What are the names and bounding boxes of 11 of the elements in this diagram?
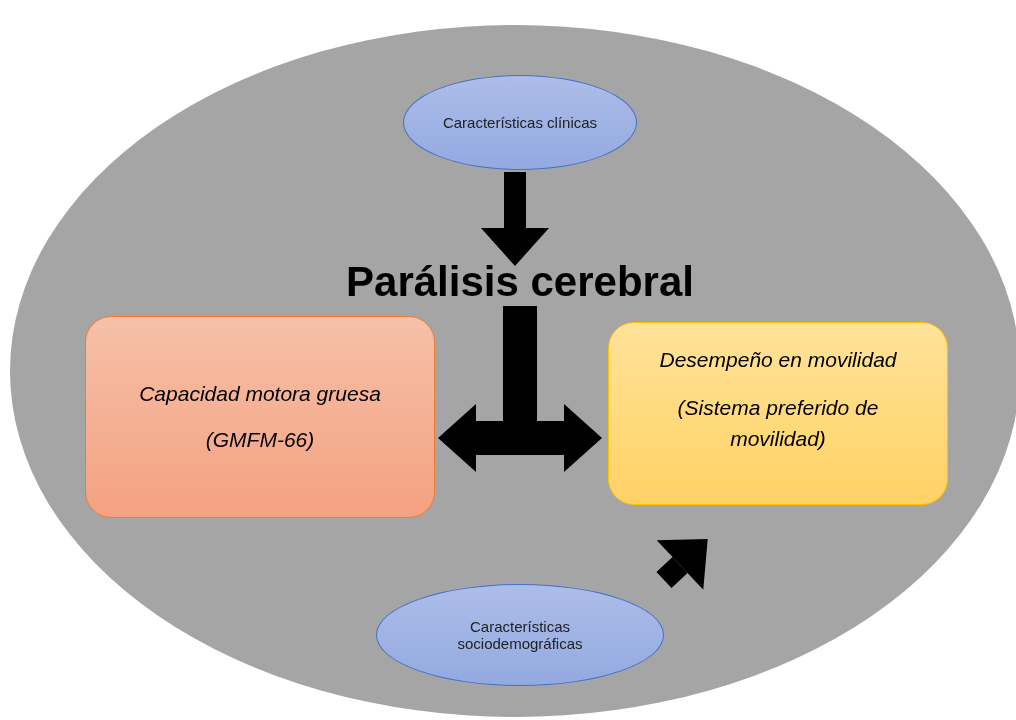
node-subtext: (GMFM-66) (205, 428, 315, 452)
node-text: Capacidad motora gruesa (139, 382, 381, 406)
block-arrow (656, 539, 708, 590)
node-text: Características sociodemográficas (456, 618, 584, 652)
rounded-box (85, 316, 435, 518)
node-subtext: (Sistema preferido de movilidad) (676, 395, 880, 452)
title-text: Parálisis cerebral (300, 258, 740, 306)
rounded-box (608, 322, 948, 505)
block-arrow (481, 172, 549, 266)
node-text: Características clínicas (442, 114, 598, 131)
node-text: Desempeño en movilidad (659, 347, 897, 373)
